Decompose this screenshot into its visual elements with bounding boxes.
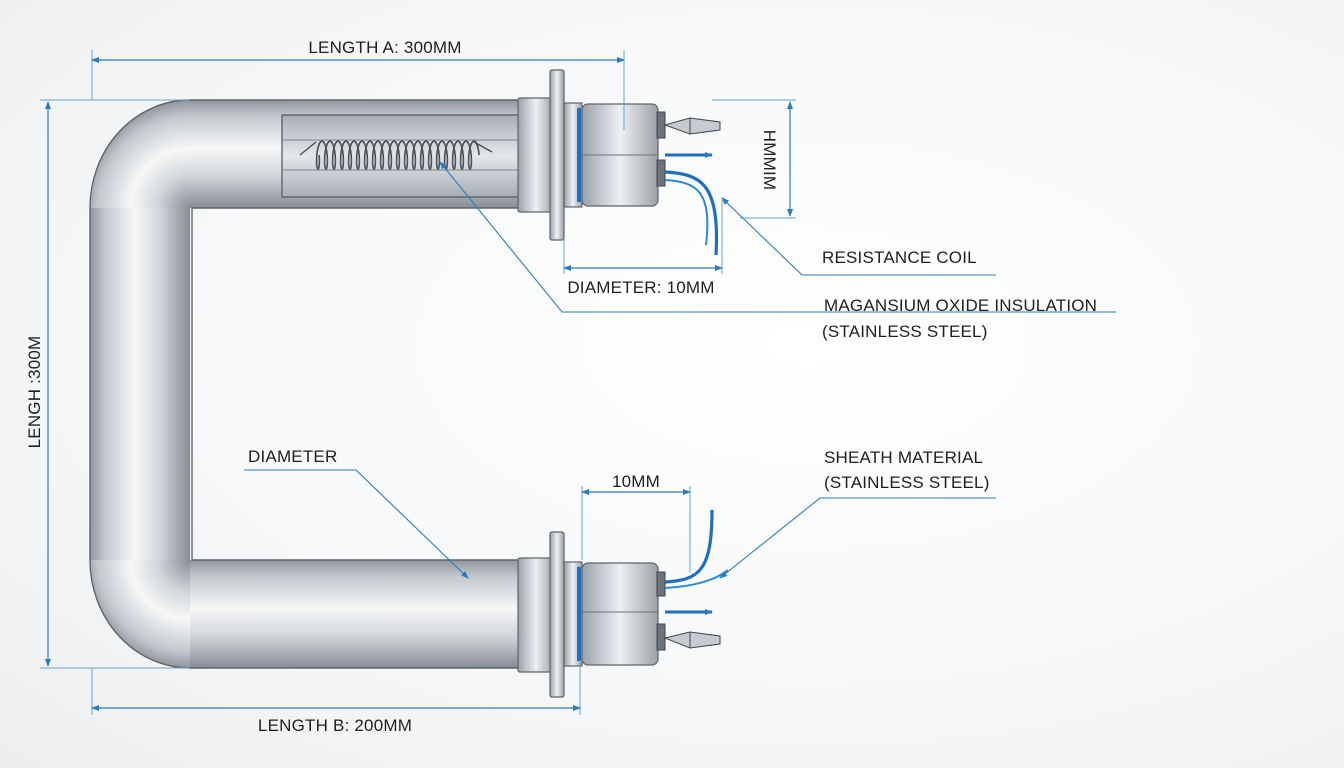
terminal-pin-icon <box>663 631 721 649</box>
tube-bottom-section <box>190 560 522 668</box>
tube-corner-top <box>90 100 190 208</box>
diameter-label: DIAMETER <box>248 447 337 466</box>
magnesium-insulation-sublabel: (STAINLESS STEEL) <box>822 322 988 341</box>
diameter-10mm-label: DIAMETER: 10MM <box>567 278 714 297</box>
magnesium-insulation-leader <box>439 161 1116 313</box>
resistance-coil-leader <box>721 197 996 276</box>
sheath-material-leader <box>719 497 996 579</box>
top-seal-ring <box>577 108 581 202</box>
length-b-label: LENGTH B: 200MM <box>258 716 412 735</box>
dimension-lines <box>40 50 796 715</box>
top-terminal <box>517 69 721 256</box>
terminal-height-label: HMMIM <box>760 130 779 190</box>
resistance-coil-label: RESISTANCE COIL <box>822 248 977 267</box>
bottom-lead-wire <box>664 509 714 584</box>
diameter-leader <box>244 469 469 579</box>
magnesium-insulation-label: MAGANSIUM OXIDE INSULATION <box>824 296 1097 315</box>
ten-mm-label: 10MM <box>612 472 660 491</box>
text-labels: LENGTH A: 300MM LENGTH B: 200MM LENGH :3… <box>25 38 1097 735</box>
top-flange <box>549 69 565 241</box>
bottom-terminal <box>517 509 729 698</box>
resistance-coil-wire <box>315 140 480 171</box>
cutaway-section <box>281 114 523 198</box>
sheath-material-sublabel: (STAINLESS STEEL) <box>824 473 990 492</box>
sheath-material-label: SHEATH MATERIAL <box>824 448 983 467</box>
bottom-seal-ring <box>577 567 581 661</box>
length-a-label: LENGTH A: 300MM <box>308 38 461 57</box>
bottom-flange <box>549 531 565 698</box>
tube-left-section <box>90 208 190 560</box>
top-lead-wire <box>664 170 719 256</box>
leader-lines <box>244 161 1116 579</box>
tube-corner-bottom <box>90 560 190 668</box>
terminal-pin-icon <box>663 117 721 135</box>
bottom-terminal-cap <box>581 562 659 666</box>
side-length-label: LENGH :300M <box>25 336 44 449</box>
